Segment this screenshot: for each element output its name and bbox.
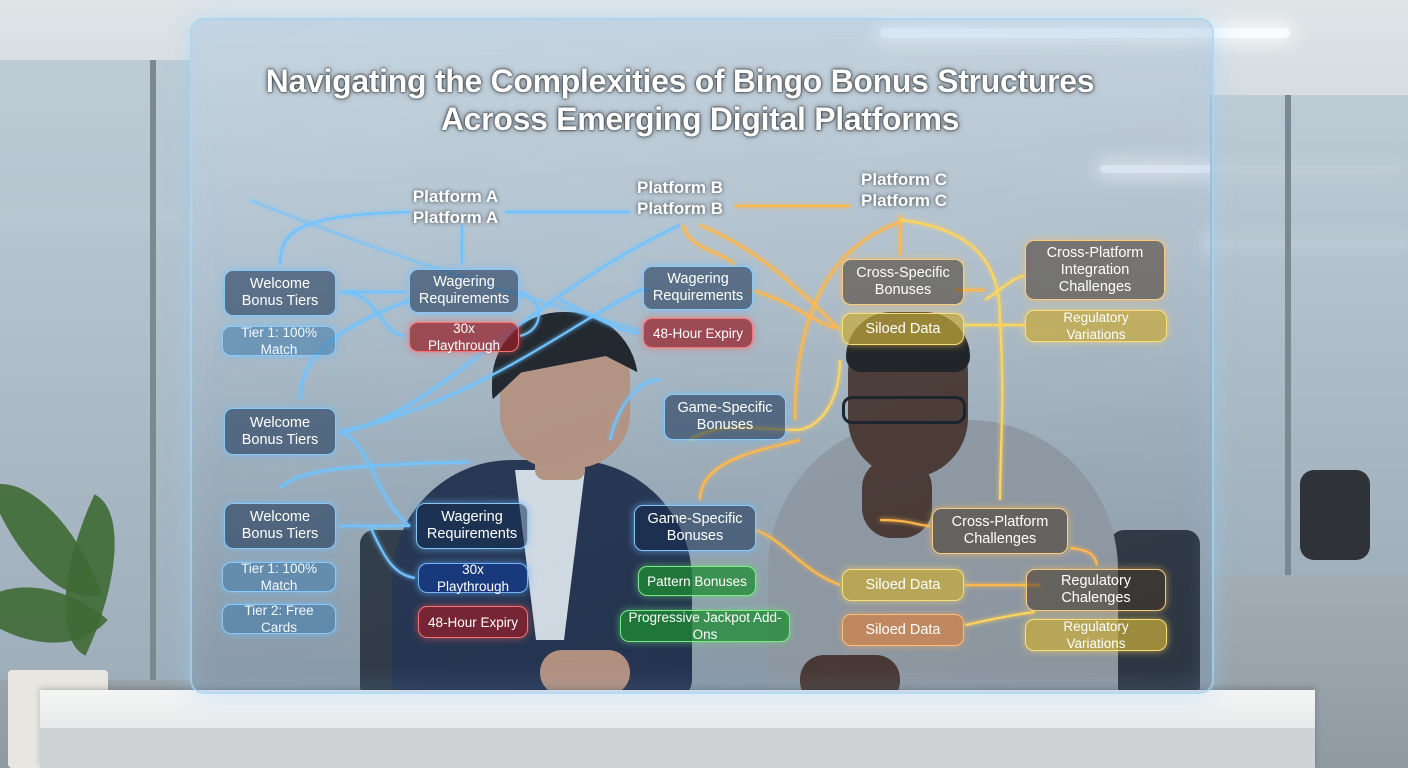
wagering-requirements-node[interactable]: Wagering Requirements bbox=[416, 503, 528, 549]
siloed-data-node[interactable]: Siloed Data bbox=[842, 569, 964, 601]
expiry-48-hour-node[interactable]: 48-Hour Expiry bbox=[643, 318, 753, 348]
platform-c-line-2: Platform C bbox=[852, 190, 956, 211]
page-title: Navigating the Complexities of Bingo Bon… bbox=[230, 62, 1130, 138]
platform-a-line-1: Platform A bbox=[408, 186, 503, 207]
welcome-bonus-tiers-node[interactable]: Welcome Bonus Tiers bbox=[224, 408, 336, 455]
cross-platform-integration-node[interactable]: Cross-Platform Integration Challenges bbox=[1025, 240, 1165, 300]
game-specific-bonuses-node[interactable]: Game-Specific Bonuses bbox=[634, 505, 756, 551]
welcome-bonus-tiers-node[interactable]: Welcome Bonus Tiers bbox=[224, 270, 336, 316]
pattern-bonuses-node[interactable]: Pattern Bonuses bbox=[638, 566, 756, 596]
playthrough-30x-node[interactable]: 30x Playthrough bbox=[409, 322, 519, 352]
regulatory-variations-node[interactable]: Regulatory Variations bbox=[1025, 619, 1167, 651]
regulatory-challenges-node[interactable]: Regulatory Chalenges bbox=[1026, 569, 1166, 611]
tier-1-match-node[interactable]: Tier 1: 100% Match bbox=[222, 326, 336, 356]
platform-a-label: Platform A Platform A bbox=[408, 186, 503, 228]
regulatory-variations-node[interactable]: Regulatory Variations bbox=[1025, 310, 1167, 342]
siloed-data-node[interactable]: Siloed Data bbox=[842, 313, 964, 345]
platform-b-line-2: Platform B bbox=[630, 198, 730, 219]
platform-b-line-1: Platform B bbox=[630, 177, 730, 198]
tier-1-match-node[interactable]: Tier 1: 100% Match bbox=[222, 562, 336, 592]
wagering-requirements-node[interactable]: Wagering Requirements bbox=[643, 266, 753, 310]
expiry-48-hour-node[interactable]: 48-Hour Expiry bbox=[418, 606, 528, 638]
platform-c-label: Platform C Platform C bbox=[852, 169, 956, 211]
wagering-requirements-node[interactable]: Wagering Requirements bbox=[409, 269, 519, 313]
cross-specific-bonuses-node[interactable]: Cross-Specific Bonuses bbox=[842, 259, 964, 305]
title-line-2: Across Emerging Digital Platforms bbox=[230, 100, 1130, 138]
game-specific-bonuses-node[interactable]: Game-Specific Bonuses bbox=[664, 394, 786, 440]
cross-platform-challenges-node[interactable]: Cross-Platform Challenges bbox=[932, 508, 1068, 554]
platform-c-line-1: Platform C bbox=[852, 169, 956, 190]
tier-2-free-cards-node[interactable]: Tier 2: Free Cards bbox=[222, 604, 336, 634]
siloed-data-node[interactable]: Siloed Data bbox=[842, 614, 964, 646]
platform-b-label: Platform B Platform B bbox=[630, 177, 730, 219]
welcome-bonus-tiers-node[interactable]: Welcome Bonus Tiers bbox=[224, 503, 336, 549]
platform-a-line-2: Platform A bbox=[408, 207, 503, 228]
playthrough-30x-node[interactable]: 30x Playthrough bbox=[418, 563, 528, 593]
progressive-jackpot-node[interactable]: Progressive Jackpot Add-Ons bbox=[620, 610, 790, 642]
title-line-1: Navigating the Complexities of Bingo Bon… bbox=[230, 62, 1130, 100]
